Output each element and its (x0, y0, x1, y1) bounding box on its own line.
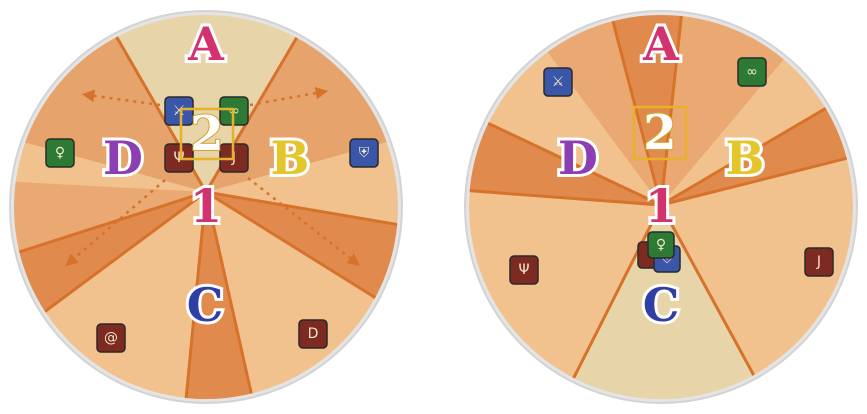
bard-icon: D (298, 319, 328, 349)
waymark-c: C (187, 278, 224, 332)
staff-icon: ♀ (647, 231, 675, 259)
party-right: ⚔ ∞ Ψ J ⛨ ♀ (509, 57, 834, 285)
arena-left: A B C D 1 ⚔ ∞ Ψ J ♀ ⛨ @ D 2 (9, 10, 403, 404)
svg-text:♀: ♀ (55, 145, 65, 161)
svg-text:⚔: ⚔ (552, 74, 565, 90)
move-arrow (65, 179, 166, 267)
staff-icon: ♀ (45, 138, 75, 168)
danger-wedge (661, 100, 853, 205)
svg-text:∞: ∞ (746, 64, 758, 80)
waymark-1: 1 (190, 179, 222, 233)
safe-zone-wedge (560, 205, 770, 399)
shield-icon: ⛨ (349, 138, 379, 168)
waymark-b: B (271, 131, 310, 185)
axe-icon: ⚔ (164, 96, 194, 126)
waymark-b: B (726, 131, 765, 185)
danger-wedge (185, 192, 255, 399)
waymark-c: C (643, 278, 680, 332)
axe-icon: ⚔ (543, 67, 573, 97)
move-arrow (247, 177, 360, 266)
svg-text:⛨: ⛨ (662, 251, 673, 267)
waymark-2: 2 (643, 105, 676, 161)
svg-text:Ψ: Ψ (173, 150, 184, 166)
safe-zone-wedge (104, 15, 310, 192)
waymark-d: D (103, 131, 143, 185)
svg-text:♀: ♀ (656, 237, 666, 253)
waymark-2-box (179, 107, 235, 161)
sage-icon: ∞ (737, 57, 767, 87)
svg-text:⛨: ⛨ (359, 145, 370, 161)
waymark-2: 2 (190, 106, 223, 162)
waymark-2-box (632, 105, 688, 161)
waymark-a: A (187, 17, 225, 71)
arena-right: A B C D 1 ⚔ ∞ Ψ J ⛨ ♀ 2 (464, 10, 858, 404)
samurai-icon: J (804, 247, 834, 277)
waymark-a: A (642, 17, 680, 71)
svg-text:Ψ: Ψ (518, 262, 529, 278)
waymark-d: D (558, 131, 598, 185)
svg-text:@: @ (104, 330, 118, 346)
svg-text:J: J (816, 254, 821, 270)
waymark-1: 1 (645, 179, 677, 233)
ninja-icon: @ (96, 323, 126, 353)
svg-text:D: D (308, 326, 319, 342)
svg-text:⚔: ⚔ (173, 103, 186, 119)
dragoon-icon: Ψ (509, 255, 539, 285)
